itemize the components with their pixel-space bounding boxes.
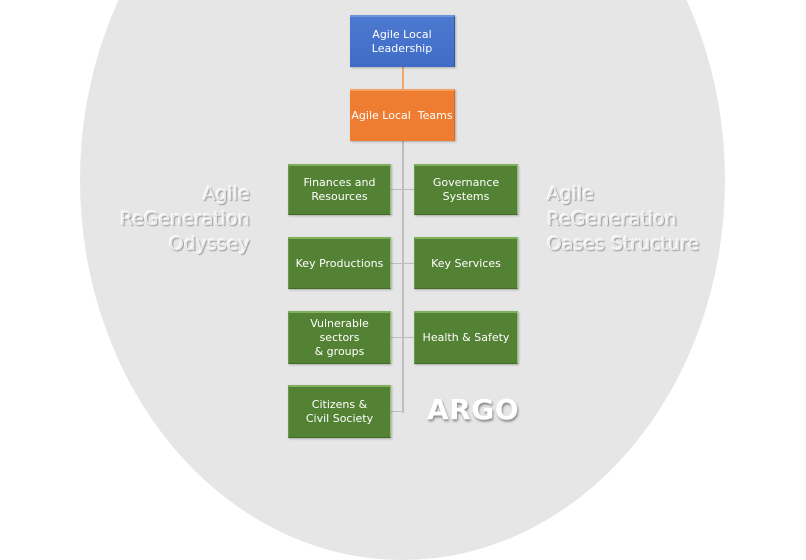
governance-systems-label: Governance Systems [432, 176, 500, 203]
key-productions-box[interactable]: Key Productions [288, 237, 391, 289]
connector-trunk [402, 141, 404, 413]
agile-local-leadership-label: Agile Local Leadership [371, 28, 433, 55]
health-and-safety-box[interactable]: Health & Safety [414, 311, 518, 364]
key-services-label: Key Services [431, 256, 501, 270]
health-and-safety-label: Health & Safety [422, 331, 510, 344]
governance-systems-box[interactable]: Governance Systems [414, 164, 518, 215]
connector-branch-row2 [391, 263, 414, 264]
agile-local-teams-box[interactable]: Agile Local Teams [350, 89, 455, 141]
agile-regeneration-oases-text: Agile ReGeneration Oases Structure [547, 183, 700, 255]
connector-branch-row4 [391, 411, 404, 412]
finances-and-resources-label: Finances and Resources [303, 176, 376, 203]
key-services-box[interactable]: Key Services [414, 237, 518, 289]
citizens-civil-society-label: Citizens & Civil Society [305, 398, 374, 425]
connector-leadership-teams [402, 67, 404, 89]
agile-local-teams-label: Agile Local Teams [351, 109, 453, 122]
agile-regeneration-odyssey-text: Agile ReGeneration Odyssey [119, 183, 250, 255]
connector-branch-row1 [391, 189, 414, 190]
agile-local-leadership-box[interactable]: Agile Local Leadership [350, 15, 455, 67]
vulnerable-sectors-label: Vulnerable sectors & groups [310, 317, 369, 358]
key-productions-label: Key Productions [295, 256, 384, 270]
finances-and-resources-box[interactable]: Finances and Resources [288, 164, 391, 215]
vulnerable-sectors-box[interactable]: Vulnerable sectors & groups [288, 311, 391, 364]
argo-logo-text: ARGO [427, 393, 520, 426]
connector-branch-row3 [391, 337, 414, 338]
citizens-civil-society-box[interactable]: Citizens & Civil Society [288, 385, 391, 438]
